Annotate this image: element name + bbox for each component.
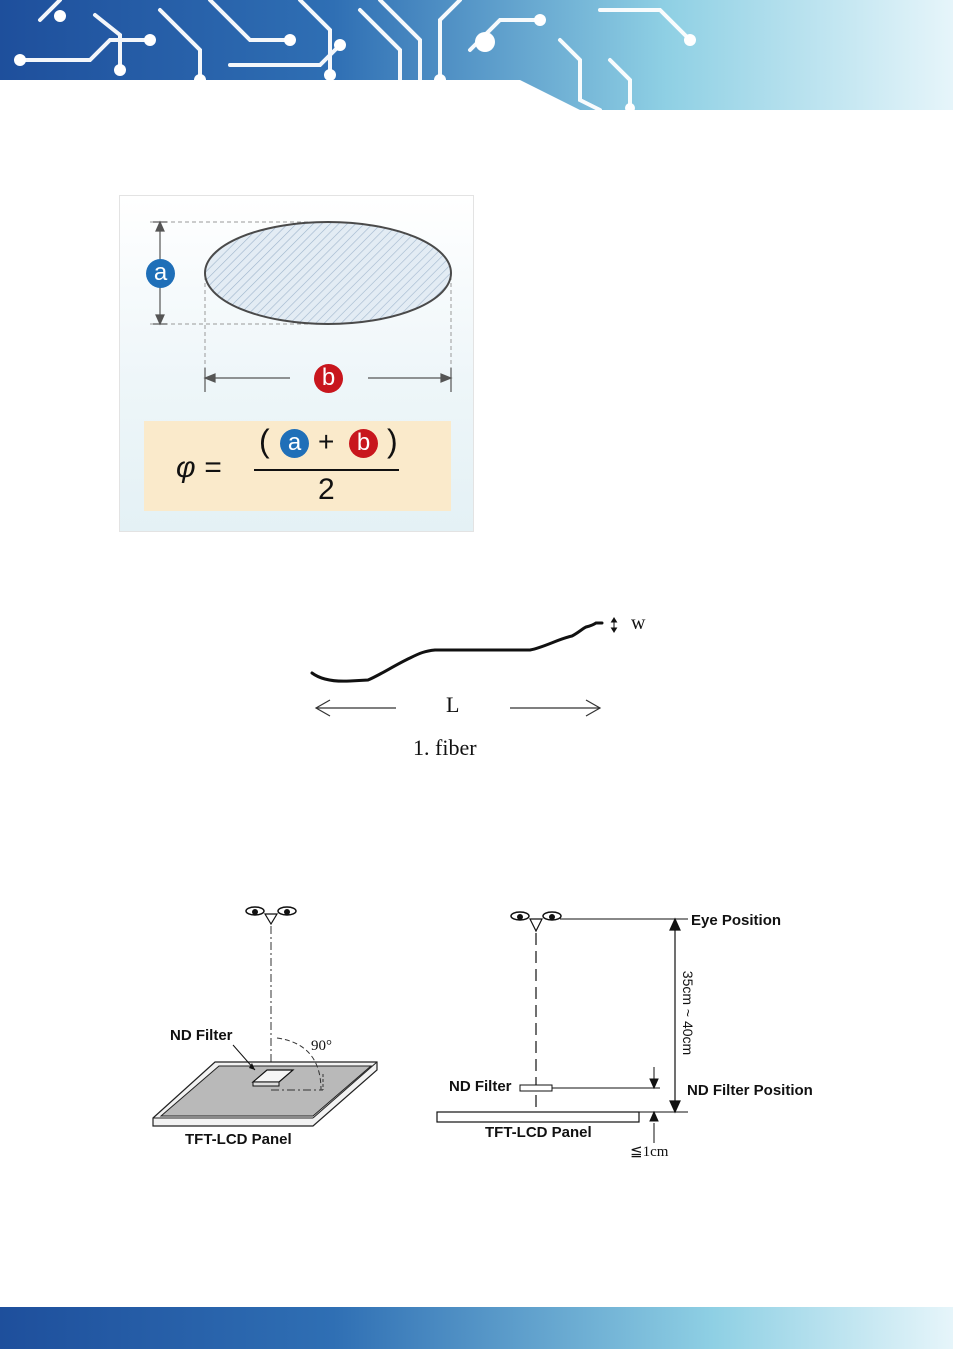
formula-marker-a: a (280, 429, 309, 458)
formula-fraction-bar (254, 469, 399, 471)
marker-a-label: a (154, 259, 167, 286)
formula-plus: + (318, 426, 334, 458)
nd-filter-shape (520, 1085, 552, 1091)
formula-marker-b-label: b (357, 429, 370, 456)
nd-filter-side-diagram: Eye Position 35cm ~ 40cm ND Filter ND Fi… (430, 895, 830, 1170)
eyes-icon (246, 907, 296, 924)
panel-label: TFT-LCD Panel (185, 1131, 292, 1148)
formula-marker-a-label: a (288, 429, 301, 456)
panel-label: TFT-LCD Panel (485, 1124, 592, 1141)
marker-b-badge: b (314, 364, 343, 393)
formula-lhs: φ = (176, 451, 221, 485)
nd-filter-perspective-diagram: ND Filter 90° TFT-LCD Panel (145, 890, 390, 1158)
circuit-board-graphic (0, 0, 953, 115)
nd-filter-label: ND Filter (170, 1027, 233, 1044)
formula-denominator: 2 (318, 473, 335, 507)
ellipse-diameter-diagram: a b φ = ( a + b ) 2 (119, 195, 474, 532)
nd-filter-label: ND Filter (449, 1078, 512, 1095)
marker-b-label: b (322, 364, 335, 391)
eyes-icon (511, 912, 561, 931)
angle-label: 90° (311, 1038, 332, 1055)
header-banner (0, 0, 953, 115)
footer-bar (0, 1307, 953, 1349)
distance-label: 35cm ~ 40cm (680, 953, 696, 1073)
perspective-drawing (145, 890, 390, 1158)
formula-close-paren: ) (387, 423, 398, 460)
ellipse-shape (205, 222, 451, 324)
marker-a-badge: a (146, 259, 175, 288)
nd-filter-position-label: ND Filter Position (687, 1082, 813, 1099)
fiber-width-label: w (631, 612, 645, 635)
gap-label: ≦1cm (630, 1142, 668, 1161)
fiber-diagram: w L 1. fiber (260, 565, 692, 765)
eye-position-label: Eye Position (691, 912, 781, 929)
formula-box: φ = ( a + b ) 2 (144, 421, 451, 511)
fiber-caption: 1. fiber (413, 735, 477, 761)
formula-marker-b: b (349, 429, 378, 458)
lcd-panel-shape (437, 1112, 639, 1122)
fiber-length-label: L (446, 692, 459, 718)
formula-open-paren: ( (259, 423, 270, 460)
fiber-line (312, 623, 602, 681)
